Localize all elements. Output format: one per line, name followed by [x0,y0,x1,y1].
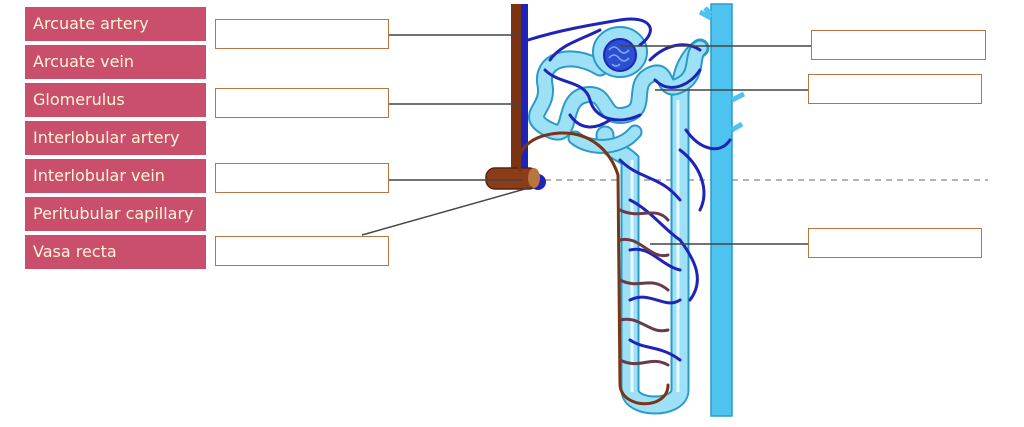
interlobular-artery [485,4,540,190]
drop-zone-3[interactable] [215,163,389,193]
label-chip-arcuate-vein[interactable]: Arcuate vein [25,45,206,79]
label-chip-interlobular-vein[interactable]: Interlobular vein [25,159,206,193]
label-chip-peritubular-capillary[interactable]: Peritubular capillary [25,197,206,231]
label-chip-vasa-recta[interactable]: Vasa recta [25,235,206,269]
vasa-recta [517,131,670,406]
glomerulus [592,26,648,78]
peritubular-capillary [526,17,732,362]
drop-zone-1[interactable] [215,19,389,49]
drop-zone-7[interactable] [808,228,982,258]
drop-zone-6[interactable] [808,74,982,104]
label-chip-glomerulus[interactable]: Glomerulus [25,83,206,117]
leader-lines [361,34,811,245]
word-bank: Arcuate artery Arcuate vein Glomerulus I… [25,7,206,273]
collecting-duct [698,3,746,417]
drop-zone-2[interactable] [215,88,389,118]
drop-zone-5[interactable] [811,30,986,60]
label-chip-arcuate-artery[interactable]: Arcuate artery [25,7,206,41]
drop-zone-4[interactable] [215,236,389,266]
label-chip-interlobular-artery[interactable]: Interlobular artery [25,121,206,155]
